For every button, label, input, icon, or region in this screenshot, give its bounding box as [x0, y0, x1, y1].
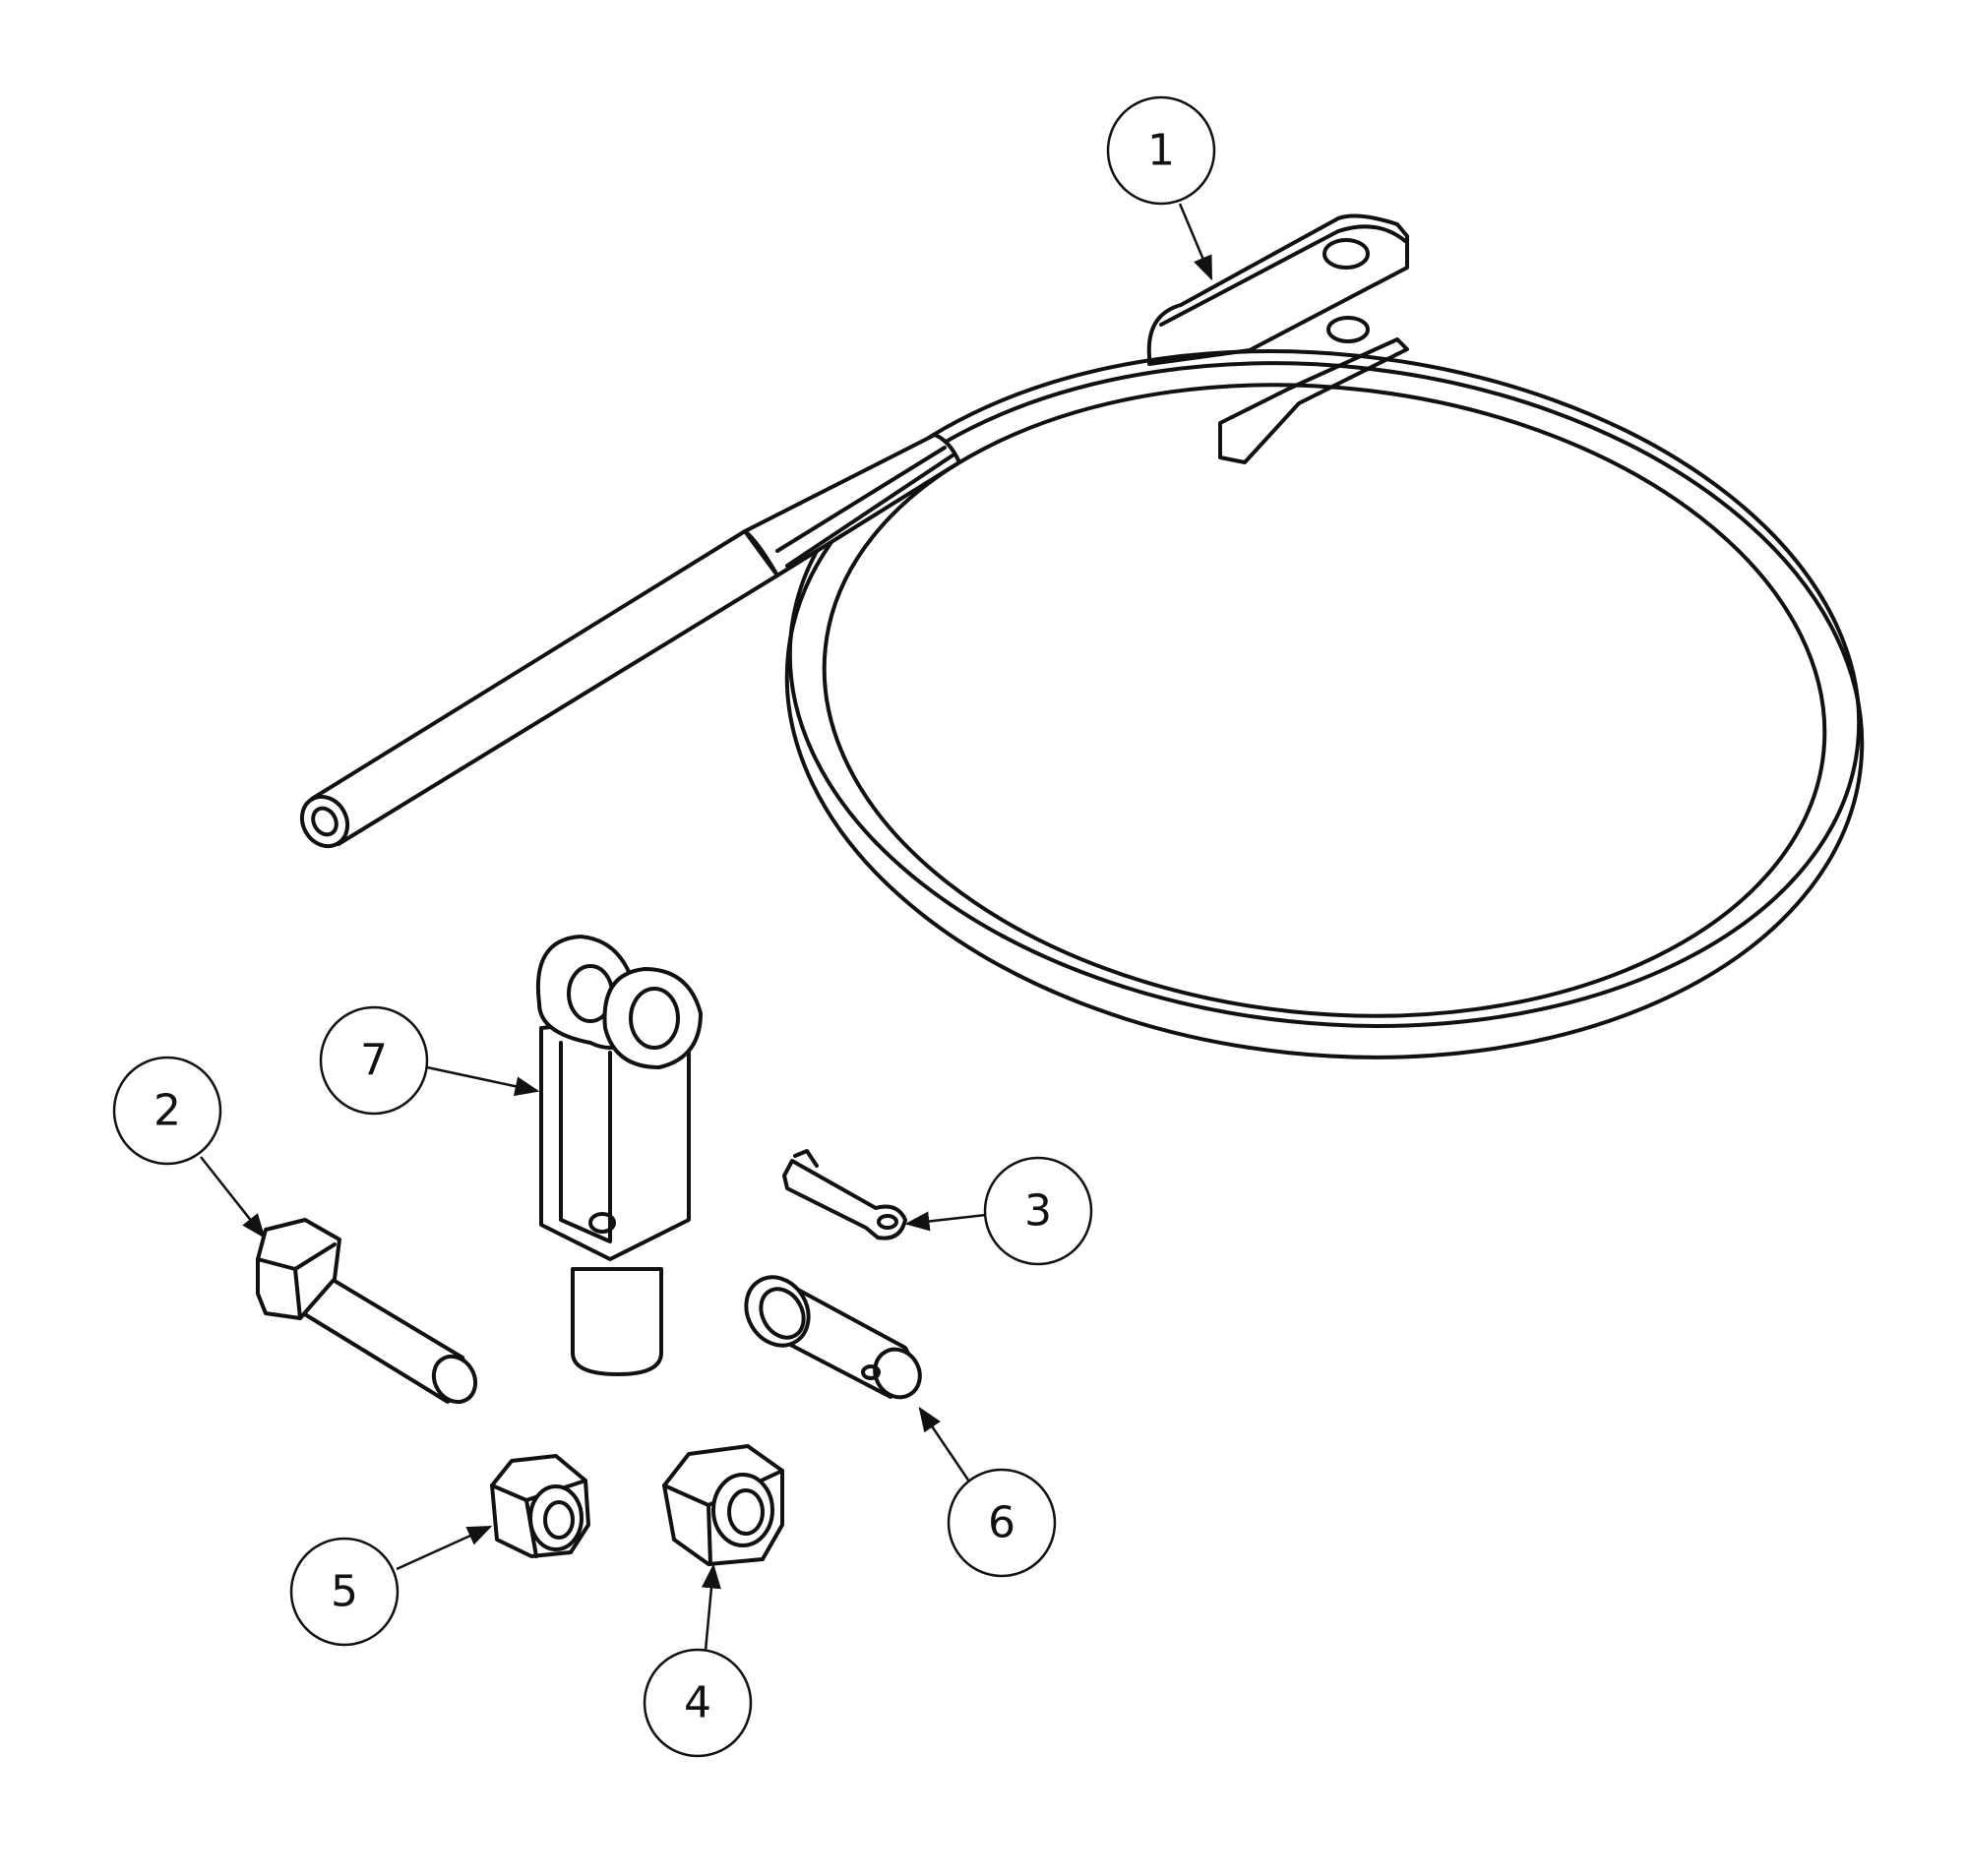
leader-3 — [904, 1211, 987, 1232]
callout-4: 4 — [643, 1648, 753, 1758]
callout-6: 6 — [947, 1468, 1057, 1578]
bolt — [256, 1218, 478, 1405]
callout-label: 2 — [154, 1086, 181, 1136]
lock-nut — [490, 1454, 590, 1558]
callout-7: 7 — [319, 1005, 429, 1116]
clevis-pin — [744, 1275, 922, 1400]
callout-label: 3 — [1024, 1186, 1052, 1237]
rod-end — [299, 794, 350, 849]
clevis — [536, 935, 703, 1376]
callout-label: 6 — [988, 1498, 1015, 1548]
callout-label: 1 — [1147, 126, 1175, 176]
cable-loop — [784, 349, 1865, 1059]
leader-7 — [426, 1065, 540, 1097]
hex-nut — [662, 1444, 784, 1566]
mounting-bracket — [1146, 213, 1409, 464]
callout-2: 2 — [112, 1056, 222, 1166]
leader-lines — [200, 203, 1213, 1652]
callout-5: 5 — [289, 1537, 400, 1647]
leader-1 — [1178, 203, 1213, 281]
leader-4 — [701, 1563, 721, 1652]
cable-rod — [299, 433, 961, 849]
cable-assembly — [299, 213, 1865, 1059]
callout-label: 4 — [684, 1678, 711, 1728]
bracket-hole — [1326, 316, 1370, 343]
callout-label: 7 — [360, 1036, 388, 1086]
leader-5 — [396, 1525, 493, 1571]
cotter-pin — [782, 1149, 907, 1241]
leader-2 — [200, 1156, 266, 1239]
callout-3: 3 — [983, 1156, 1093, 1266]
leader-6 — [918, 1406, 971, 1483]
clevis-eye — [629, 987, 680, 1050]
callout-1: 1 — [1106, 95, 1216, 206]
bracket-hole — [1322, 238, 1370, 270]
callout-label: 5 — [331, 1567, 358, 1617]
